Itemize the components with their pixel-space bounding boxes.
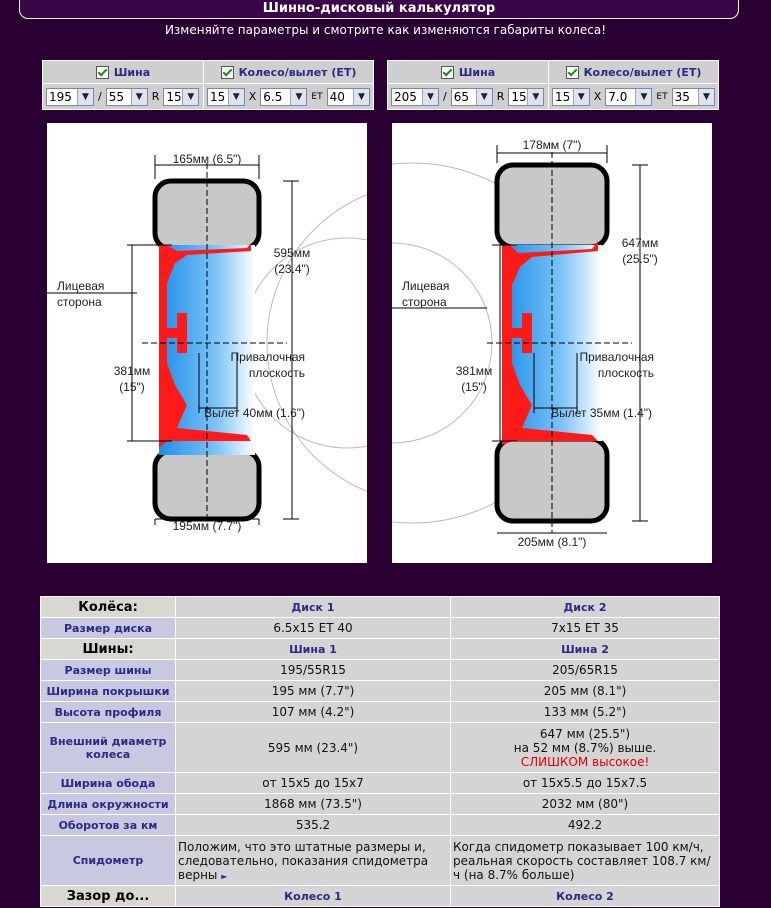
chevron-down-icon: ▼	[227, 88, 244, 105]
mount-label-2: плоскость	[249, 366, 305, 380]
rim-mm-label: 381мм	[114, 364, 151, 378]
top-width-label: 165мм (6.5")	[173, 152, 242, 166]
chevron-down-icon: ▼	[527, 88, 544, 105]
tire-width-select[interactable]: 205▼	[391, 87, 439, 106]
chevron-down-icon: ▼	[635, 88, 652, 105]
wheel-checkbox-1[interactable]	[220, 65, 234, 79]
params-panel-1: Шина 195▼ / 55▼ R 15▼ Колесо/вылет (ET) …	[42, 60, 374, 110]
chevron-down-icon: ▼	[290, 88, 307, 105]
chevron-down-icon: ▼	[352, 88, 369, 105]
mount-label-1: Привалочная	[230, 350, 305, 364]
height-in-label: (25.5")	[622, 252, 658, 266]
tire-width-select[interactable]: 195▼	[46, 87, 94, 106]
rim-width-select[interactable]: 6.5▼	[260, 87, 308, 106]
disk1-header: Диск 1	[175, 596, 451, 618]
tire-checkbox-1[interactable]	[95, 65, 109, 79]
face-label-2: сторона	[57, 295, 102, 309]
table-row: Спидометр Положим, что это штатные разме…	[40, 835, 720, 886]
table-row: Высота профиля 107 мм (4.2") 133 мм (5.2…	[40, 701, 720, 723]
table-row: Оборотов за км 535.2 492.2	[40, 814, 720, 836]
chevron-down-icon: ▼	[77, 88, 93, 105]
chevron-down-icon: ▼	[130, 88, 147, 105]
table-row: Шины: Шина 1 Шина 2	[40, 638, 720, 660]
chevron-down-icon: ▼	[475, 88, 492, 105]
tire-profile-select[interactable]: 65▼	[450, 87, 493, 106]
table-row: Колёса: Диск 1 Диск 2	[40, 596, 720, 618]
height-mm-label: 595мм	[274, 246, 311, 260]
tire-label: Шина	[113, 65, 151, 79]
chevron-down-icon: ▼	[697, 88, 714, 105]
rim-diameter-select[interactable]: 15▼	[552, 87, 590, 106]
rim-width-select[interactable]: 7.0▼	[605, 87, 653, 106]
table-row: Размер диска 6.5x15 ET 40 7x15 ET 35	[40, 617, 720, 639]
chevron-down-icon: ▼	[422, 88, 438, 105]
clearance-section-label: Зазор до...	[40, 885, 176, 907]
bottom-width-label: 195мм (7.7")	[173, 519, 242, 533]
offset-select[interactable]: 35▼	[671, 87, 715, 106]
top-width-label: 178мм (7")	[523, 138, 582, 152]
table-row: Ширина обода от 15x5 до 15x7 от 15x5.5 д…	[40, 772, 720, 794]
wheel-diagram-1: 165мм (6.5") 595мм (23.4") Лицевая сторо…	[47, 123, 367, 563]
wheel-checkbox-2[interactable]	[565, 65, 579, 79]
rim-mm-label: 381мм	[456, 364, 493, 378]
chevron-down-icon: ▼	[572, 88, 589, 105]
tire-label: Шина	[458, 65, 496, 79]
bottom-width-label: 205мм (8.1")	[518, 535, 587, 549]
arrow-right-icon[interactable]: ►	[221, 871, 228, 881]
height-in-label: (23.4")	[274, 262, 310, 276]
page-subtitle: Изменяйте параметры и смотрите как измен…	[164, 23, 607, 37]
table-row: Зазор до... Колесо 1 Колесо 2	[40, 885, 720, 907]
mount-label-2: плоскость	[598, 366, 654, 380]
offset-label: Вылет 35мм (1.4")	[551, 406, 652, 420]
tire-diameter-select[interactable]: 15▼	[163, 87, 200, 106]
wheel-column-2: Колесо/вылет (ET) 15▼ X 7.0▼ ET 35▼	[549, 61, 718, 109]
wheel-label: Колесо/вылет (ET)	[583, 65, 702, 79]
rim-in-label: (15")	[119, 380, 145, 394]
page-title: Шинно-дисковый калькулятор	[19, 0, 739, 19]
wheels-section-label: Колёса:	[40, 596, 176, 618]
table-row: Внешний диаметр колеса 595 мм (23.4") 64…	[40, 722, 720, 773]
face-label-2: сторона	[402, 295, 447, 309]
tire-diameter-select[interactable]: 15▼	[508, 87, 545, 106]
height-mm-label: 647мм	[622, 236, 659, 250]
tire-checkbox-2[interactable]	[440, 65, 454, 79]
tire-column-2: Шина 205▼ / 65▼ R 15▼	[388, 61, 549, 109]
params-panel-2: Шина 205▼ / 65▼ R 15▼ Колесо/вылет (ET) …	[387, 60, 719, 110]
tire-column-1: Шина 195▼ / 55▼ R 15▼	[43, 61, 204, 109]
face-label-1: Лицевая	[402, 279, 449, 293]
face-label-1: Лицевая	[57, 279, 104, 293]
offset-select[interactable]: 40▼	[326, 87, 370, 106]
results-table: Колёса: Диск 1 Диск 2 Размер диска 6.5x1…	[40, 596, 720, 907]
wheel-label: Колесо/вылет (ET)	[238, 65, 357, 79]
wheel-column-1: Колесо/вылет (ET) 15▼ X 6.5▼ ET 40▼	[204, 61, 373, 109]
offset-label: Вылет 40мм (1.6")	[204, 406, 305, 420]
tire-profile-select[interactable]: 55▼	[105, 87, 148, 106]
chevron-down-icon: ▼	[182, 88, 199, 105]
table-row: Размер шины 195/55R15 205/65R15	[40, 659, 720, 681]
warning-text: СЛИШКОМ высокое!	[520, 754, 650, 769]
rim-diameter-select[interactable]: 15▼	[207, 87, 245, 106]
table-row: Длина окружности 1868 мм (73.5") 2032 мм…	[40, 793, 720, 815]
rim-in-label: (15")	[461, 380, 487, 394]
tires-section-label: Шины:	[40, 638, 176, 660]
wheel-diagram-2: 178мм (7") 647мм (25.5") Лицевая сторона…	[392, 123, 712, 563]
mount-label-1: Привалочная	[579, 350, 654, 364]
table-row: Ширина покрышки 195 мм (7.7") 205 мм (8.…	[40, 680, 720, 702]
disk2-header: Диск 2	[450, 596, 720, 618]
